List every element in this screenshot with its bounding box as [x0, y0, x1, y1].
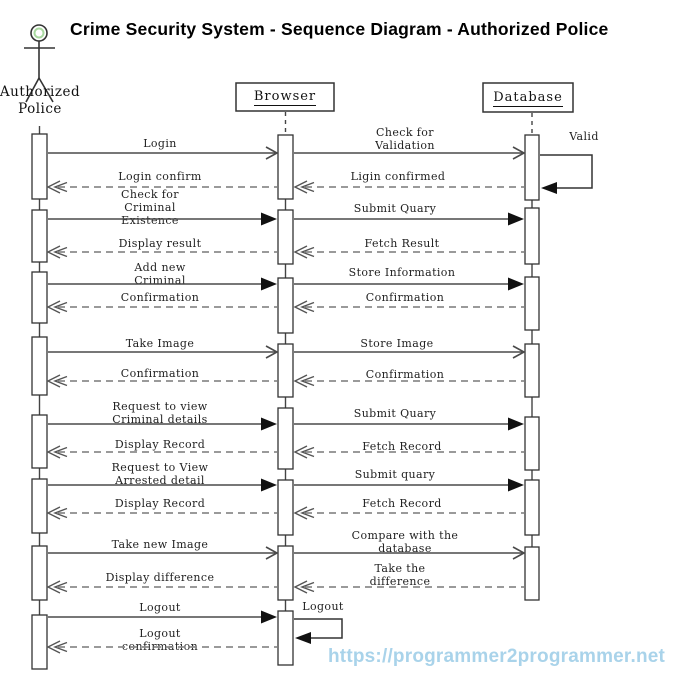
message-label: Fetch Record [302, 497, 502, 510]
label-line: Display Record [114, 497, 206, 510]
label-line: Submit Quary [353, 202, 437, 215]
self-message-label-valid: Valid [534, 130, 634, 143]
label-line: difference [369, 575, 431, 588]
label-line: Login confirm [118, 170, 202, 183]
label-line: Valid [569, 130, 599, 143]
label-line: Confirmation [120, 291, 200, 304]
label-line: Submit Quary [353, 407, 437, 420]
message-label: Submit Quary [295, 407, 495, 420]
label-line: Take Image [125, 337, 195, 350]
watermark-link[interactable]: https://programmer2programmer.net [328, 646, 666, 667]
label-line: Confirmation [365, 291, 445, 304]
message-label: Display difference [60, 571, 260, 584]
message-label: Login [60, 137, 260, 150]
label-line: confirmation [121, 640, 199, 653]
label-line: Check for [376, 126, 434, 139]
label-line: Store Information [348, 266, 456, 279]
message-label: Confirmation [60, 367, 260, 380]
message-label: Logout [60, 601, 260, 614]
label-line: Confirmation [365, 368, 445, 381]
label-line: Display Record [114, 438, 206, 451]
label-line: Criminal [134, 274, 186, 287]
message-label: Ligin confirmed [298, 170, 498, 183]
label-line: Fetch Result [364, 237, 440, 250]
label-line: Submit quary [354, 468, 436, 481]
message-label: Store Information [302, 266, 502, 279]
label-line: Validation [375, 139, 435, 152]
message-label: Display Record [60, 497, 260, 510]
message-label: Take new Image [60, 538, 260, 551]
label-line: Criminal details [112, 413, 208, 426]
label-line: Store Image [360, 337, 434, 350]
label-line: Request to view [112, 400, 208, 413]
label-line: Logout [139, 601, 181, 614]
message-label: Take Image [60, 337, 260, 350]
label-line: Compare with the [351, 529, 459, 542]
label-line: Confirmation [120, 367, 200, 380]
label-line: Criminal [124, 201, 176, 214]
message-label: Submit Quary [295, 202, 495, 215]
label-line: Check for [121, 188, 179, 201]
self-message-label-logout: Logout [283, 600, 363, 613]
label-line: Display difference [105, 571, 215, 584]
label-line: Fetch Record [362, 440, 442, 453]
label-line: Arrested detail [115, 474, 205, 487]
label-line: Login [143, 137, 177, 150]
label-line: Ligin confirmed [350, 170, 446, 183]
label-line: Existence [121, 214, 179, 227]
label-line: Display result [118, 237, 202, 250]
message-label: Submit quary [295, 468, 495, 481]
message-label: Login confirm [60, 170, 260, 183]
message-label: Confirmation [305, 291, 505, 304]
label-line: Logout [139, 627, 181, 640]
message-label: Fetch Record [302, 440, 502, 453]
message-label: Store Image [297, 337, 497, 350]
label-line: Take the [374, 562, 426, 575]
message-label: Confirmation [305, 368, 505, 381]
label-line: Logout [302, 600, 344, 613]
message-label: Display Record [60, 438, 260, 451]
message-label: Confirmation [60, 291, 260, 304]
message-label: Fetch Result [302, 237, 502, 250]
label-line: Fetch Record [362, 497, 442, 510]
label-line: Request to View [111, 461, 209, 474]
label-line: database [378, 542, 432, 555]
label-line: Add new [134, 261, 186, 274]
label-line: Take new Image [111, 538, 209, 551]
message-label: Display result [60, 237, 260, 250]
